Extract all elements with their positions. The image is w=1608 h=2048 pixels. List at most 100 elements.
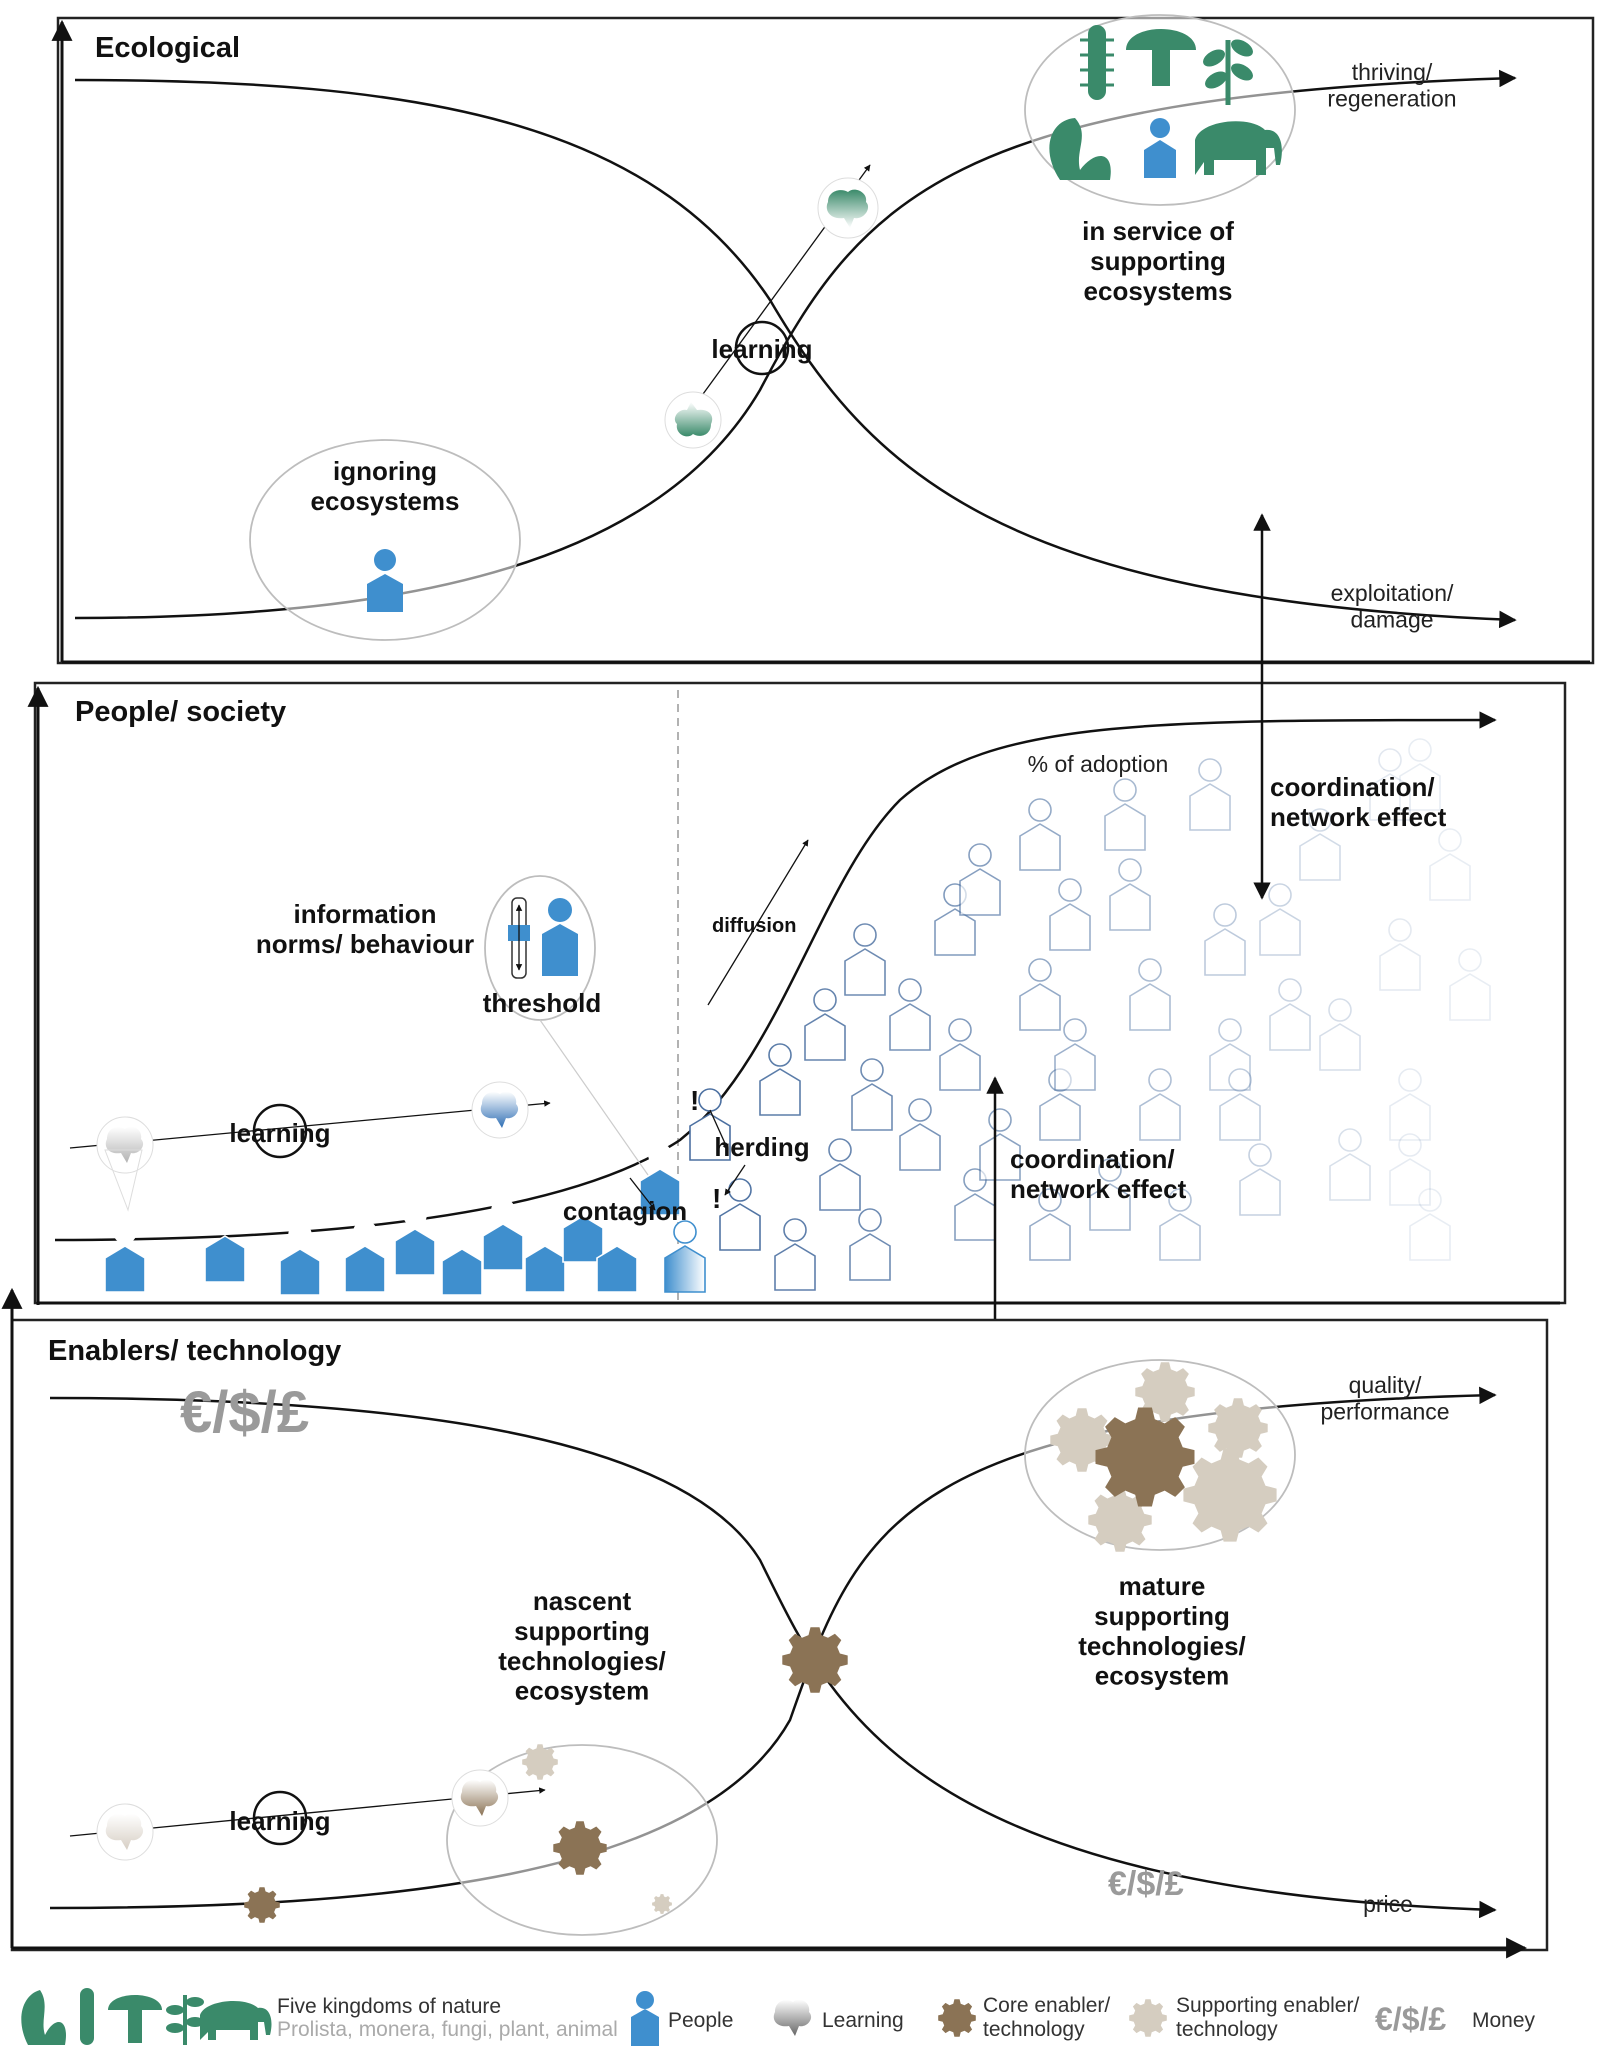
money-bottom-label: €/$/£ (1108, 1865, 1184, 1903)
people-learning-label: learning (229, 1118, 330, 1148)
ignoring-bubble (249, 439, 521, 641)
person-icon (1109, 858, 1151, 931)
person-icon (1189, 758, 1231, 831)
person-icon (562, 1190, 604, 1263)
learning-cycle-icon (252, 1790, 308, 1846)
ecological-title: Ecological (95, 32, 240, 64)
brain-icon (664, 391, 722, 449)
brain-icon (96, 1803, 154, 1861)
person-icon (1389, 1068, 1431, 1141)
mature-gears (1050, 1362, 1277, 1552)
person-icon (851, 1058, 893, 1131)
person-icon (524, 1220, 566, 1293)
person-icon (849, 1208, 891, 1281)
person-icon (441, 1223, 483, 1296)
person-icon (664, 1220, 706, 1293)
adoption-label: % of adoption (1028, 751, 1169, 777)
herding-arrow (709, 1109, 729, 1151)
legend-people-icon (631, 1991, 659, 2046)
gear-icon (782, 1627, 848, 1693)
legend-people-label: People (668, 2009, 733, 2032)
person-icon (719, 1178, 761, 1251)
gear-icon (522, 1744, 558, 1780)
person-icon (1239, 1143, 1281, 1216)
gear-icon (1183, 1448, 1277, 1542)
person-icon (844, 923, 886, 996)
enablers-frame (10, 1318, 1549, 1952)
brain-icon (471, 1081, 529, 1139)
exclamation-icon: ! (712, 1183, 721, 1214)
person-icon (279, 1223, 321, 1296)
person-icon (1129, 958, 1171, 1031)
legend-kingdoms-icon (21, 1988, 272, 2045)
price-label: price (1363, 1891, 1413, 1917)
people-title: People/ society (75, 696, 286, 728)
person-icon (1409, 1188, 1451, 1261)
gear-icon (553, 1821, 607, 1875)
five-kingdoms-icons (1049, 25, 1282, 180)
legend-kingdoms-sub: Prolista, monera, fungi, plant, animal (277, 2018, 618, 2041)
person-icon (1144, 118, 1176, 178)
person-icon (1259, 883, 1301, 956)
person-icon (1089, 1158, 1131, 1231)
threshold-label: threshold (483, 988, 601, 1018)
person-icon (344, 1220, 386, 1293)
exclamation-icon: ! (690, 1085, 699, 1116)
people-frame (33, 681, 1567, 1305)
enablers-title: Enablers/ technology (48, 1335, 341, 1367)
gear-icon (1208, 1398, 1268, 1458)
legend-supporting-icon (1129, 1999, 1167, 2037)
person-icon (596, 1220, 638, 1293)
person-icon (1329, 1128, 1371, 1201)
legend: Five kingdoms of nature Prolista, monera… (21, 1988, 1536, 2046)
person-icon (1399, 738, 1441, 811)
legend-learning-icon (773, 1999, 812, 2036)
thriving-label: thriving/regeneration (1327, 59, 1456, 111)
ecological-panel: Ecological thriving/regeneration exploit… (51, 14, 1595, 665)
person-icon (1209, 1018, 1251, 1091)
contagion-arrow (629, 1177, 656, 1211)
person-icon (1049, 878, 1091, 951)
learning-cycle-icon (252, 1103, 308, 1159)
legend-learning-label: Learning (822, 2009, 904, 2032)
gear-icon (1135, 1362, 1195, 1422)
money-top-label: €/$/£ (180, 1380, 309, 1445)
price-curve (49, 1396, 1497, 1919)
coordination-mid-label: coordination/network effect (1010, 1144, 1187, 1204)
person-icon (1219, 1068, 1261, 1141)
person-icon (1319, 998, 1361, 1071)
person-icon (1019, 798, 1061, 871)
person-icon (204, 1210, 246, 1283)
gear-icon (652, 1894, 672, 1914)
mushroom-icon (1126, 29, 1196, 86)
person-icon (819, 1138, 861, 1211)
nascent-gears (244, 1744, 672, 1923)
person-icon (959, 843, 1001, 916)
person-icon (774, 1218, 816, 1291)
person-icon (939, 1018, 981, 1091)
person-icon (1029, 1188, 1071, 1261)
person-icon (1429, 828, 1471, 901)
legend-money-symbol: €/$/£ (1375, 2001, 1446, 2037)
prolista-icon (1080, 25, 1114, 100)
person-icon (1379, 918, 1421, 991)
person-icon (1299, 808, 1341, 881)
brain-icon (451, 1769, 509, 1827)
zoom-cone (104, 1149, 143, 1212)
brain-icon (96, 1116, 154, 1174)
adoption-curve (54, 711, 1497, 1242)
exploitation-label: exploitation/damage (1331, 580, 1454, 632)
coordination-top-label: coordination/network effect (1270, 772, 1447, 832)
person-icon (1389, 1133, 1431, 1206)
person-icon (104, 1220, 146, 1293)
people-crowd (104, 738, 1491, 1296)
person-icon (367, 549, 403, 612)
quality-label: quality/performance (1320, 1372, 1449, 1424)
person-icon (1054, 1018, 1096, 1091)
person-icon (899, 1098, 941, 1171)
person-icon (1159, 1188, 1201, 1261)
